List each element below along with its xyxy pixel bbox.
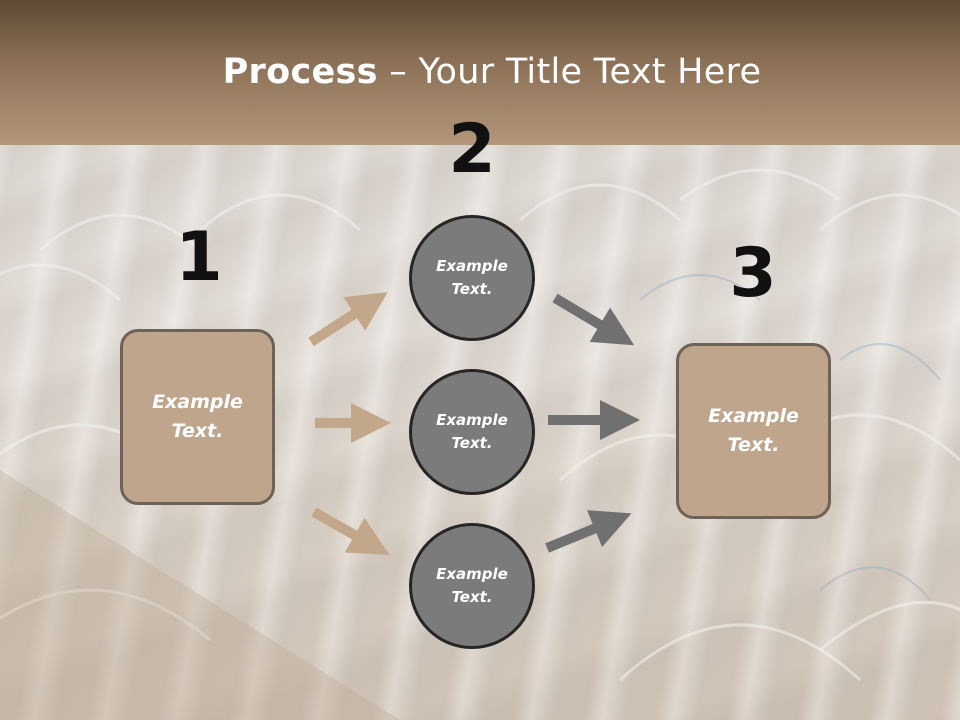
process-circle-top[interactable]: Example Text. (409, 215, 535, 341)
end-box[interactable]: Example Text. (676, 343, 831, 519)
end-box-text: Example Text. (708, 405, 799, 456)
arrow-gray-down (552, 293, 635, 346)
start-box-text: Example Text. (152, 391, 243, 442)
title-bar (0, 0, 960, 145)
title-bold-part: Process (222, 52, 378, 92)
slide-title[interactable]: Process – Your Title Text Here (0, 52, 960, 92)
step-number-3: 3 (729, 234, 777, 313)
process-circle-middle[interactable]: Example Text. (409, 369, 535, 495)
arrow-tan-up (308, 292, 388, 347)
circle-middle-text: Example Text. (436, 411, 508, 452)
step-number-1: 1 (175, 218, 223, 297)
title-rest-part: – Your Title Text Here (377, 52, 762, 92)
process-circle-bottom[interactable]: Example Text. (409, 523, 535, 649)
circle-bottom-text: Example Text. (436, 565, 508, 606)
step-number-2: 2 (448, 110, 496, 189)
arrow-gray-up (545, 510, 632, 553)
arrow-tan-down (311, 507, 390, 555)
circle-top-text: Example Text. (436, 257, 508, 298)
start-box[interactable]: Example Text. (120, 329, 275, 505)
